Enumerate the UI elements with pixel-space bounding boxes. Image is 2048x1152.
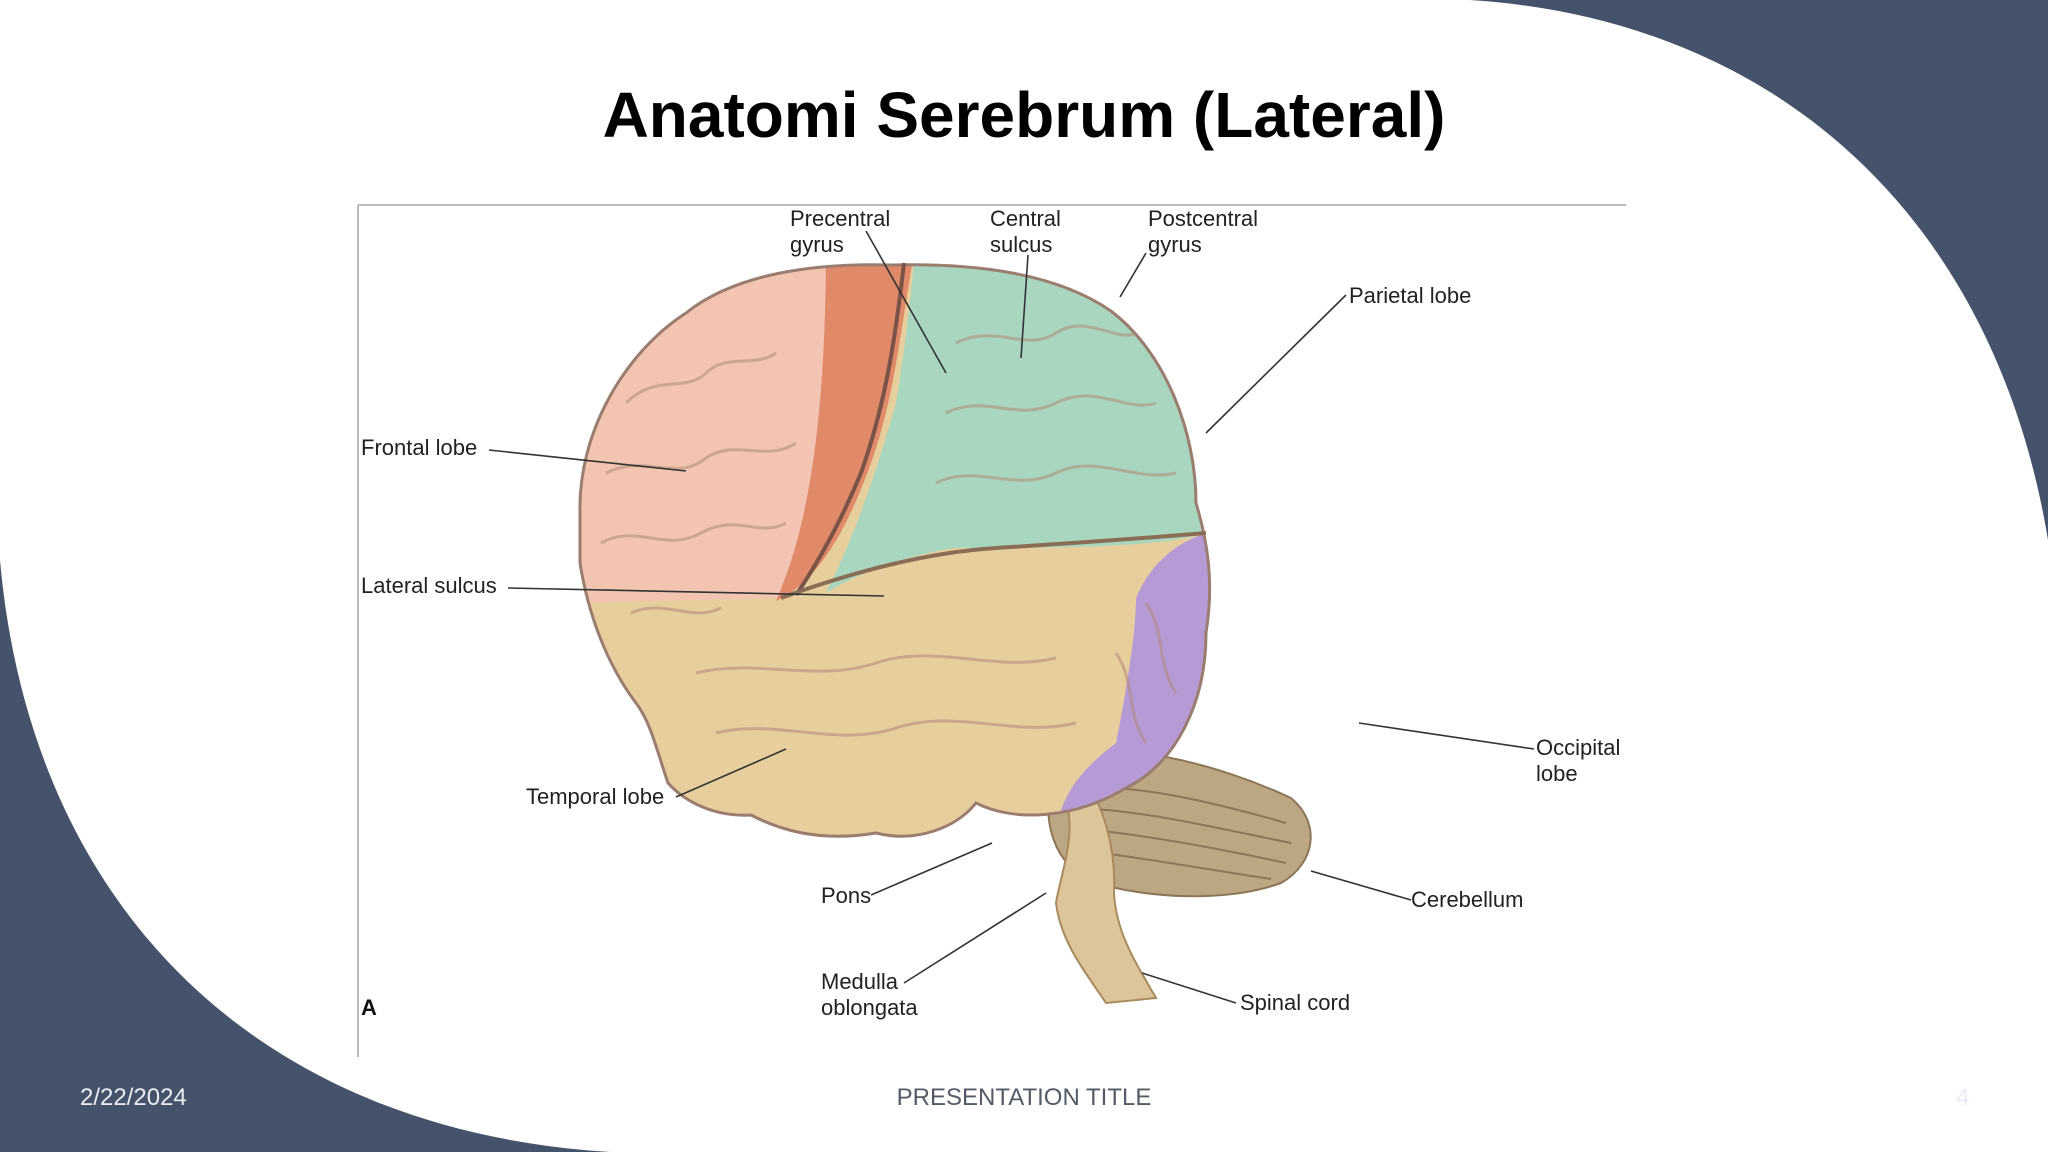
slide-title: Anatomi Serebrum (Lateral) xyxy=(602,79,1446,151)
label-spinal-cord: Spinal cord xyxy=(1240,990,1351,1015)
label-occipital-lobe: Occipital lobe xyxy=(1536,735,1621,786)
leader-lines xyxy=(488,230,1535,1004)
brain-illustration xyxy=(357,204,1626,1057)
label-pons: Pons xyxy=(821,883,872,908)
figure-panel-letter: A xyxy=(361,995,377,1020)
label-cerebellum: Cerebellum xyxy=(1411,887,1524,912)
footer-date: 2/22/2024 xyxy=(80,1084,187,1111)
footer-presentation-title: PRESENTATION TITLE xyxy=(896,1084,1152,1111)
label-parietal-lobe: Parietal lobe xyxy=(1349,283,1472,308)
label-postcentral-gyrus: Postcentral gyrus xyxy=(1148,206,1259,257)
label-central-sulcus: Central sulcus xyxy=(990,206,1061,257)
precentral-gyrus-region xyxy=(776,264,916,601)
label-frontal-lobe: Frontal lobe xyxy=(361,435,478,460)
label-medulla-oblongata: Medulla oblongata xyxy=(821,969,918,1020)
lateral-sulcus-line xyxy=(780,531,1207,600)
label-temporal-lobe: Temporal lobe xyxy=(526,784,665,809)
footer-page-number: 4 xyxy=(1956,1084,1970,1111)
cerebrum-outline xyxy=(578,263,1212,838)
label-precentral-gyrus: Precentral gyrus xyxy=(790,206,891,257)
brain-lateral-figure: Precentral gyrus Central sulcus Postcent… xyxy=(356,203,1628,1059)
label-lateral-sulcus: Lateral sulcus xyxy=(361,573,497,598)
central-sulcus-line xyxy=(794,262,906,597)
